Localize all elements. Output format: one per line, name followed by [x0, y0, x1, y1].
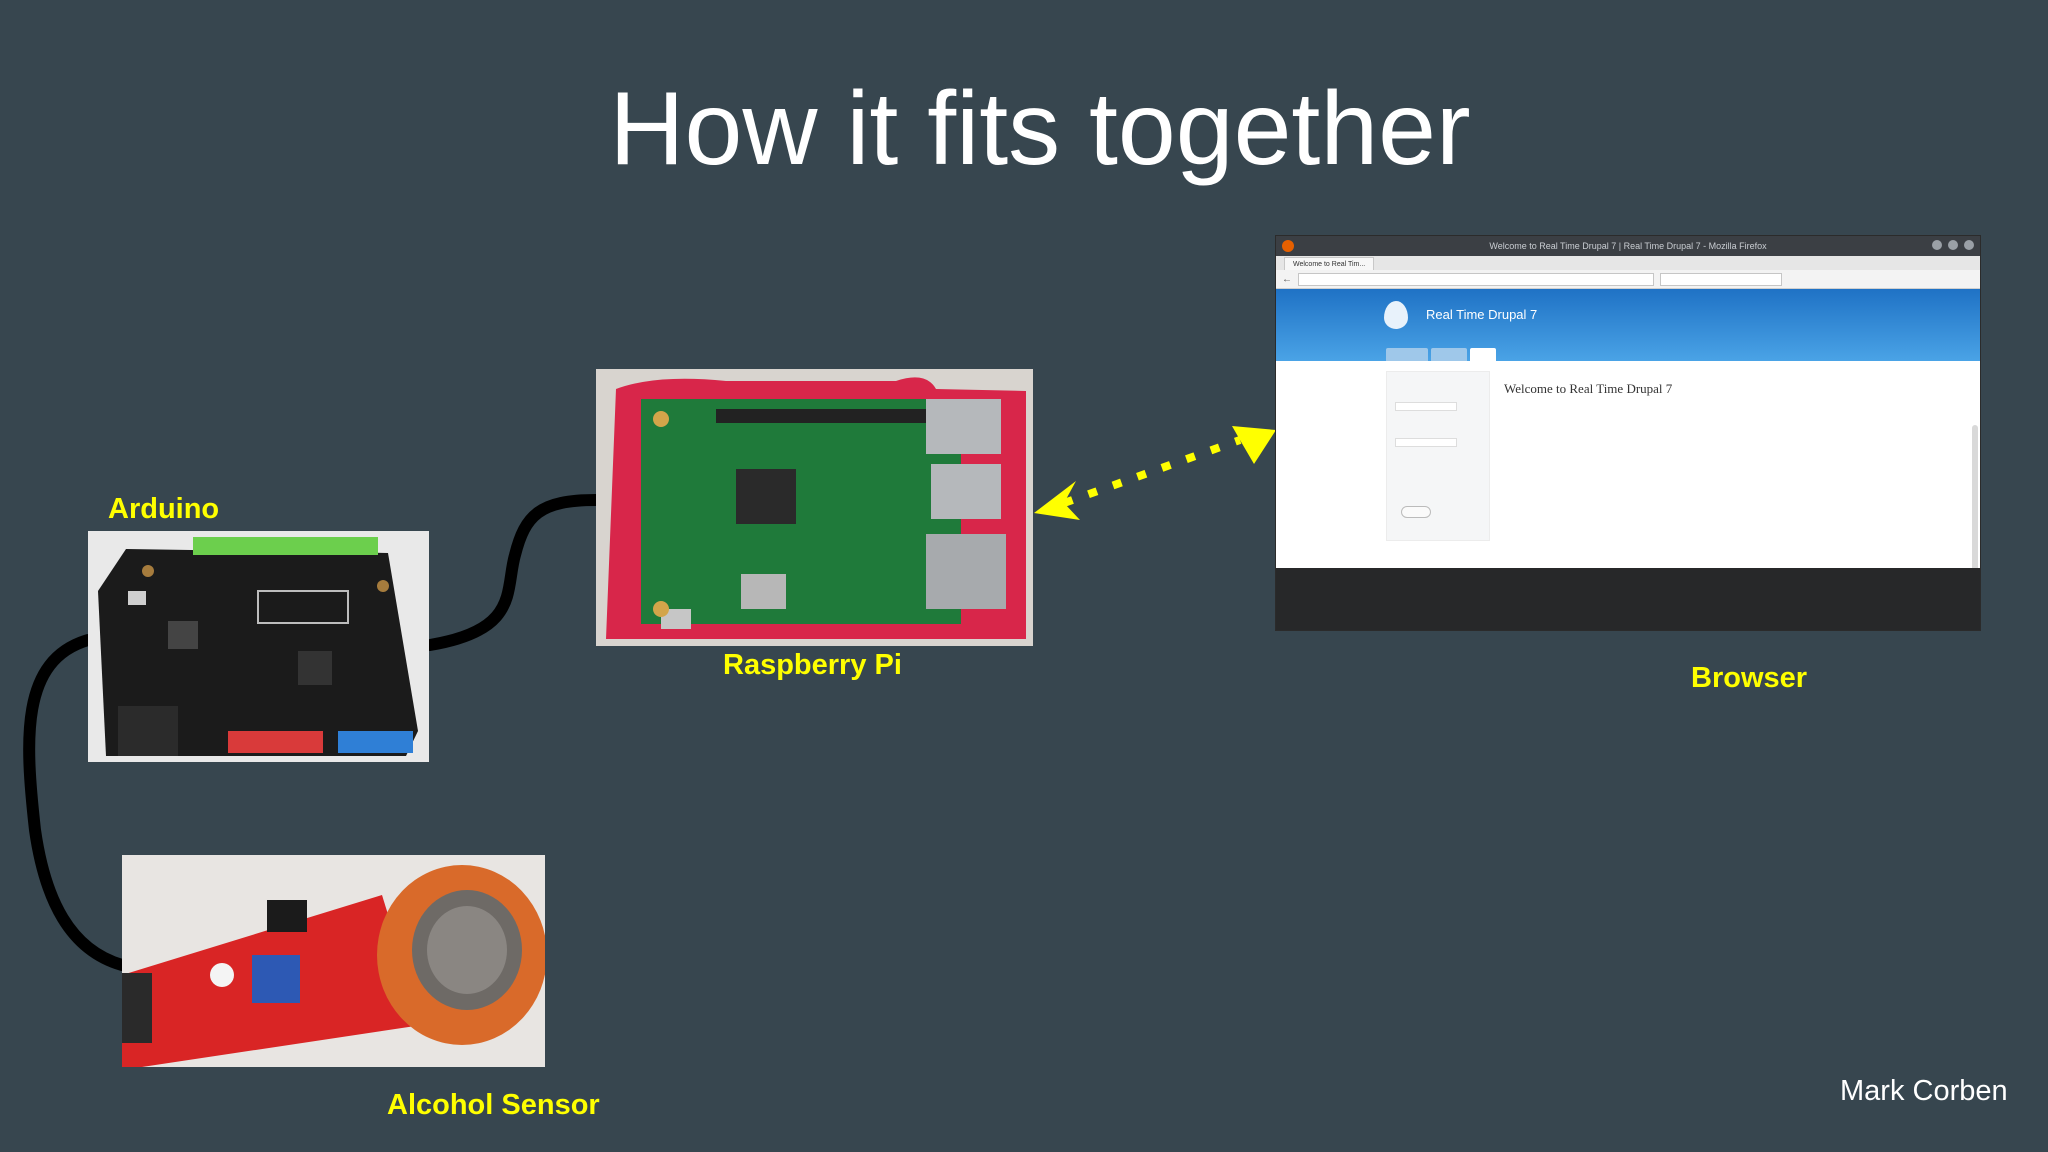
browser-titlebar: Welcome to Real Time Drupal 7 | Real Tim… [1276, 236, 1980, 256]
site-tab-active [1470, 348, 1496, 361]
site-tab [1386, 348, 1428, 361]
label-browser: Browser [1691, 662, 1808, 694]
site-name: Real Time Drupal 7 [1426, 307, 1538, 322]
drupal-logo-icon [1384, 301, 1408, 329]
browser-window-title: Welcome to Real Time Drupal 7 | Real Tim… [1489, 241, 1767, 251]
password-field [1395, 438, 1457, 447]
cable-arduino-to-pi [424, 494, 602, 651]
site-header: Real Time Drupal 7 [1276, 289, 1980, 361]
window-controls [1932, 240, 1974, 250]
scrollbar [1972, 425, 1978, 630]
login-block [1386, 371, 1490, 541]
arrowhead-right [1232, 426, 1276, 464]
site-tab [1431, 348, 1467, 361]
cable-arduino-to-sensor [23, 634, 128, 971]
login-button [1401, 506, 1431, 518]
author-name: Mark Corben [1840, 1075, 2008, 1107]
firefox-icon [1282, 240, 1294, 252]
site-footer [1276, 568, 1980, 630]
browser-search-bar [1660, 272, 1782, 286]
browser-window: Welcome to Real Time Drupal 7 | Real Tim… [1276, 236, 1980, 630]
page-content: Welcome to Real Time Drupal 7 [1276, 361, 1980, 630]
page-heading: Welcome to Real Time Drupal 7 [1504, 381, 1673, 396]
browser-tab-strip: Welcome to Real Tim... [1276, 256, 1980, 270]
label-raspberry-pi: Raspberry Pi [723, 649, 902, 681]
site-nav-tabs [1386, 348, 1496, 361]
wifi-link-dotted [1062, 436, 1242, 507]
label-arduino: Arduino [108, 493, 220, 525]
browser-toolbar: ← [1276, 270, 1980, 289]
raspberry-pi-image [596, 369, 1033, 646]
arduino-board-image [88, 531, 429, 762]
slide-title: How it fits together [609, 71, 1471, 187]
browser-tab: Welcome to Real Tim... [1284, 257, 1375, 270]
arrowhead-left [1034, 481, 1080, 520]
back-arrow-icon: ← [1282, 273, 1292, 285]
label-alcohol-sensor: Alcohol Sensor [387, 1089, 600, 1121]
browser-url-bar [1298, 272, 1654, 286]
alcohol-sensor-image [122, 855, 545, 1067]
username-field [1395, 402, 1457, 411]
